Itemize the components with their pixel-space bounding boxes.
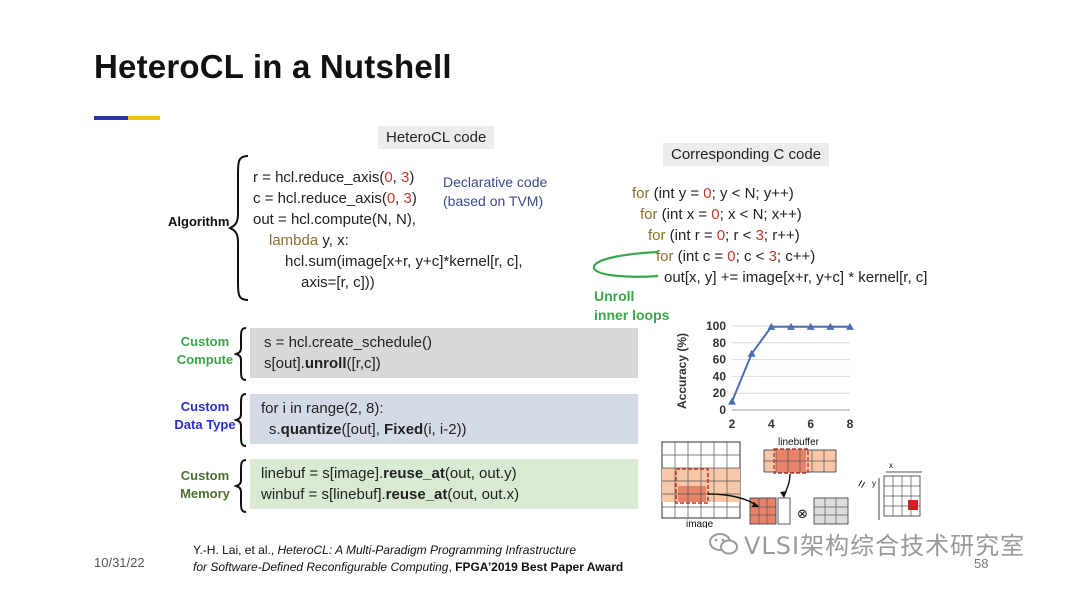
c-line-c: for (int c = 0; c < 3; c++) [656,248,816,265]
chart-point [767,322,776,330]
winbuf-line: winbuf = s[linebuf].reuse_at(out, out.x) [261,486,520,503]
window-buffer-block [749,497,791,525]
algorithm-code: r = hcl.reduce_axis(0, 3) c = hcl.reduce… [253,167,523,293]
c-line-x: for (int x = 0; x < N; x++) [640,206,802,223]
linebuffer-diagram: ⊗ linebuffer image = x y [661,437,922,528]
custom-memory-panel: linebuf = s[image].reuse_at(out, out.y) … [250,459,638,509]
chart-ytick-label: 20 [713,386,727,400]
custom-data-type-brace [234,393,247,447]
unroll-arrow [592,250,659,278]
code-line-r: r = hcl.reduce_axis(0, 3) [253,169,415,186]
chart-ytick-label: 0 [719,403,726,417]
chart-point [787,322,795,330]
y-axis-label: y [872,479,876,488]
declarative-note: Declarative code (based on TVM) [443,174,548,209]
footer-date: 10/31/22 [94,555,145,570]
custom-data-type-panel: for i in range(2, 8): s.quantize([out], … [250,394,638,444]
chart-ylabel: Accuracy (%) [675,333,689,409]
image-grid [661,441,741,519]
c-code: for (int y = 0; y < N; y++) for (int x =… [632,183,927,288]
chart-xtick-label: 4 [768,417,775,431]
algorithm-label: Algorithm [168,214,230,229]
custom-memory-label: Custom Memory [180,468,230,501]
image-label: image [686,519,714,528]
accuracy-line [731,325,850,402]
custom-compute-panel: s = hcl.create_schedule() s[out].unroll(… [250,328,638,378]
chart-point [806,322,815,330]
citation: Y.-H. Lai, et al., HeteroCL: A Multi-Par… [193,543,624,574]
chart-point [747,349,756,357]
custom-compute-brace [234,327,247,381]
schedule-line: s = hcl.create_schedule() [264,334,433,351]
chart-xtick-label: 6 [807,417,814,431]
kernel-block [813,497,849,525]
chart-point [826,322,835,330]
algorithm-brace [228,155,249,301]
title-underline-yellow [128,116,160,120]
code-line-axis: axis=[r, c])) [301,274,375,291]
custom-memory-brace [234,459,247,513]
chart-ytick-label: 80 [713,336,727,350]
x-axis-label: x [889,461,893,470]
range-line: for i in range(2, 8): [261,400,384,417]
code-line-lambda: lambda y, x: [269,232,349,249]
linebuffer-block [763,448,837,474]
equals-sign: = [853,477,870,491]
c-line-y: for (int y = 0; y < N; y++) [632,185,794,202]
otimes-symbol: ⊗ [797,506,808,521]
code-line-c: c = hcl.reduce_axis(0, 3) [253,190,417,207]
wechat-icon [709,532,738,554]
linebuf-line: linebuf = s[image].reuse_at(out, out.y) [261,465,517,482]
title-underline-blue [94,116,128,120]
chart-ytick-label: 40 [713,369,727,383]
custom-compute-label: Custom Compute [176,334,234,367]
code-line-sum: hcl.sum(image[x+r, y+c]*kernel[r, c], [285,253,523,270]
chart-ytick-label: 100 [706,319,726,333]
code-line-out: out = hcl.compute(N, N), [253,211,416,228]
page-number: 58 [974,556,989,571]
c-line-r: for (int r = 0; r < 3; r++) [648,227,800,244]
chart-xtick-label: 8 [847,417,854,431]
unroll-line: s[out].unroll([r,c]) [264,355,381,372]
page-title: HeteroCL in a Nutshell [94,48,452,85]
accuracy-chart: Accuracy (%) 0 20 40 60 80 100 2 4 6 8 [675,319,854,431]
c-code-label: Corresponding C code [663,143,830,166]
chart-point [728,397,736,405]
chart-ytick-label: 60 [713,353,727,367]
output-grid [883,475,921,517]
quantize-line: s.quantize([out], Fixed(i, i-2)) [269,421,467,438]
chart-point [846,322,854,330]
custom-data-type-label: Custom Data Type [174,399,236,432]
c-line-body: out[x, y] += image[x+r, y+c] * kernel[r,… [664,269,928,286]
linebuffer-label: linebuffer [778,437,820,448]
unroll-label: Unroll inner loops [594,288,670,323]
heterocl-code-label: HeteroCL code [378,126,495,149]
watermark: VLSI架构综合技术研究室 [708,526,1025,561]
chart-xtick-label: 2 [729,417,736,431]
